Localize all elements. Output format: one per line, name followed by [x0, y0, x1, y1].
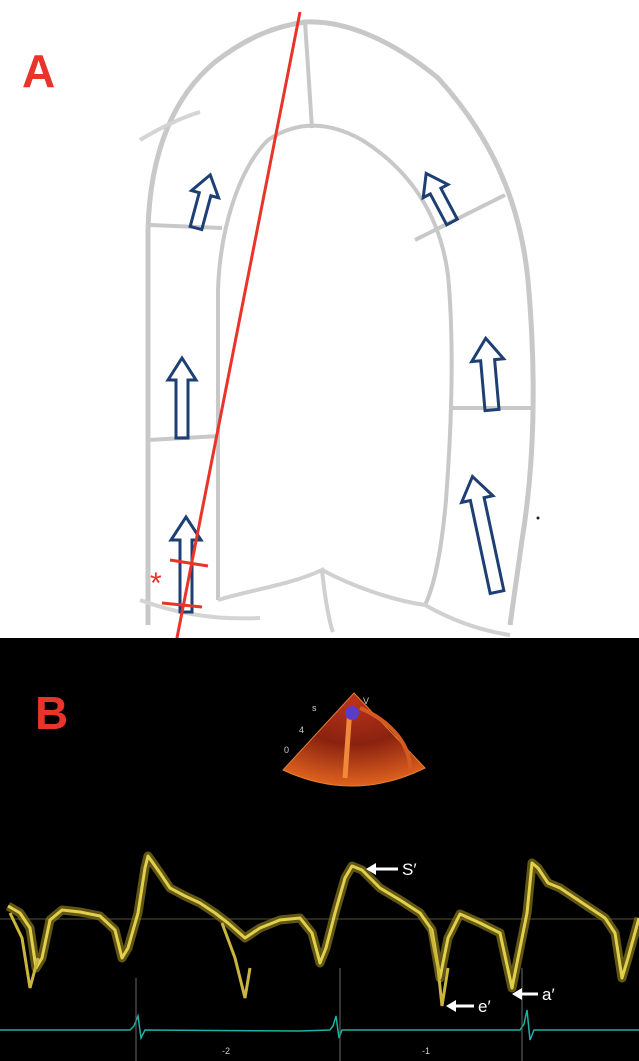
s-prime-label: S′: [402, 860, 417, 879]
segment-divider-right-upper: [415, 195, 505, 240]
panel-b-doppler: s 4 0 V S′ e′ a′ -2: [0, 638, 639, 1061]
tissue-doppler-display: s 4 0 V S′ e′ a′ -2: [0, 638, 639, 1061]
segment-divider-left-upper: [150, 225, 222, 228]
sector-depth-mark-1: s: [312, 703, 317, 713]
annulus-curve-right: [322, 570, 510, 635]
panel-a-diagram: * A: [0, 0, 639, 638]
ventricle-schematic: *: [0, 0, 639, 638]
motion-arrow-left-mid: [168, 358, 196, 438]
e-prime-arrowhead: [446, 1000, 456, 1012]
motion-arrow-right-basal: [457, 473, 513, 595]
left-stub-lower: [140, 600, 260, 618]
asterisk-label: *: [150, 567, 162, 600]
time-tick-2: -1: [422, 1046, 430, 1056]
a-prime-label: a′: [542, 985, 555, 1004]
e-prime-label: e′: [478, 997, 491, 1016]
sample-volume-marker-upper: [170, 560, 208, 566]
panel-a-label: A: [22, 48, 55, 94]
sample-volume-marker-lower: [162, 603, 202, 607]
inner-wall: [218, 126, 452, 605]
outer-wall: [148, 22, 533, 625]
sector-depth-mark-3: 0: [284, 745, 289, 755]
motion-arrow-left-apical: [182, 171, 223, 231]
time-tick-1: -2: [222, 1046, 230, 1056]
sector-depth-mark-4: V: [363, 696, 369, 706]
sample-volume-dot: [345, 706, 359, 720]
doppler-cursor-line: [175, 12, 300, 638]
motion-arrow-right-mid: [470, 337, 508, 412]
ecg-trace: [0, 1010, 639, 1040]
segment-divider-apex: [305, 22, 312, 128]
annulus-curve-left: [218, 570, 333, 632]
stray-dot: [537, 517, 540, 520]
panel-b-label: B: [35, 690, 68, 736]
echo-sector-thumbnail: s 4 0 V: [283, 693, 425, 786]
sector-depth-mark-2: 4: [299, 725, 304, 735]
